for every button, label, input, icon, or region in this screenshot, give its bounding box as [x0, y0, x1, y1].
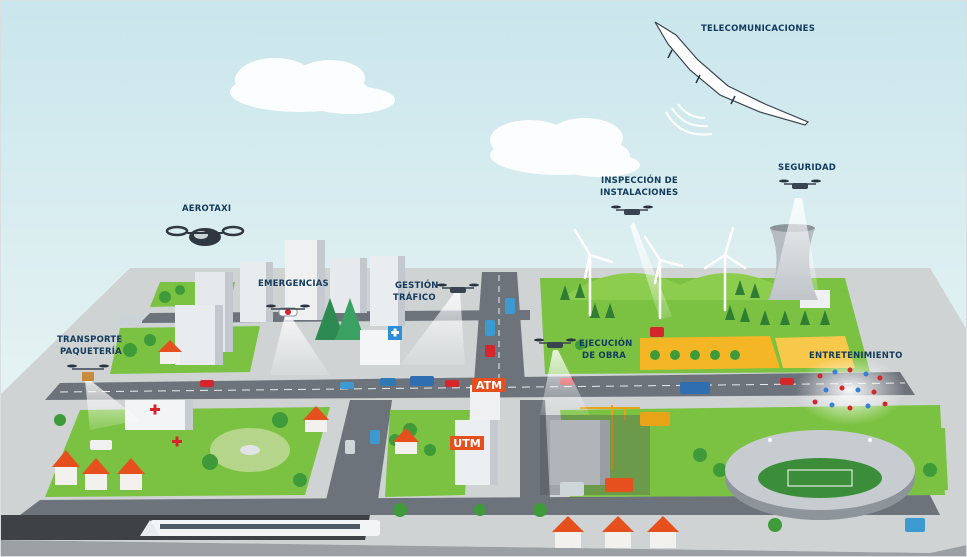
drone-light-beams [85, 198, 820, 430]
label-transporte-line2: PAQUETERÍA [60, 345, 122, 357]
label-transporte-line1: TRANSPORTE [57, 335, 122, 345]
label-seguridad: SEGURIDAD [778, 163, 836, 173]
cloud [230, 58, 395, 114]
train [140, 520, 380, 536]
houses [52, 340, 679, 548]
atm-sign: ATM [476, 379, 502, 392]
label-ejecucion-line2: DE OBRA [582, 351, 626, 361]
cloud [490, 118, 640, 177]
hospital-icon [150, 404, 182, 447]
drone-icon [437, 283, 479, 293]
atm-building [472, 378, 506, 392]
drone-icon [534, 338, 576, 348]
construction-site [540, 415, 650, 495]
entertainment-glow [795, 355, 905, 425]
signal-waves-icon [665, 103, 713, 136]
utm-building [450, 436, 484, 450]
label-emergencias: EMERGENCIAS [258, 279, 329, 289]
construction-crane [580, 405, 640, 470]
drone-swarm [812, 367, 888, 411]
label-gestion-line2: TRÁFICO [393, 291, 436, 303]
solar-plane-icon [654, 21, 810, 126]
label-inspeccion-line1: INSPECCIÓN DE [601, 174, 678, 186]
label-telecomunicaciones: TELECOMUNICACIONES [701, 24, 815, 34]
emergency-drone-icon [266, 304, 310, 317]
drone-icon [611, 205, 653, 215]
label-aerotaxi: AEROTAXI [182, 204, 231, 214]
trees [54, 285, 937, 532]
pine-trees [560, 280, 830, 325]
label-entretenimiento: ENTRETENIMIENTO [809, 351, 903, 361]
downtown-buildings [125, 240, 830, 485]
utm-sign: UTM [453, 437, 480, 450]
drone-icon [779, 179, 821, 189]
parcel-drone-icon [67, 364, 109, 381]
label-inspeccion-line2: INSTALACIONES [600, 188, 678, 198]
label-gestion-line1: GESTIÓN [395, 279, 439, 291]
label-ejecucion-line1: EJECUCIÓN [579, 337, 632, 349]
vehicles [90, 298, 925, 532]
aerotaxi-icon [165, 225, 245, 246]
stadium [725, 430, 915, 520]
